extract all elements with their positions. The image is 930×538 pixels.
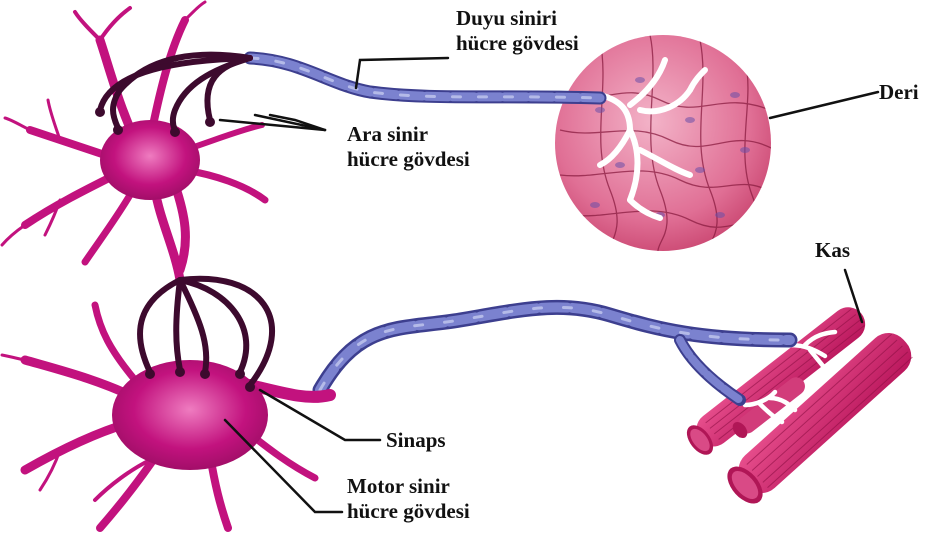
skin-tissue — [555, 35, 775, 260]
motor-neuron-label: Motor sinir hücre gövdesi — [347, 474, 470, 524]
inter-label-line2: hücre gövdesi — [347, 147, 470, 172]
motor-axon — [320, 307, 790, 400]
muscle-label: Kas — [815, 238, 850, 263]
skin-leader-line — [770, 92, 878, 118]
sensory-label-line2: hücre gövdesi — [456, 31, 579, 56]
motor-label-line1: Motor sinir — [347, 474, 470, 499]
sensory-axon — [250, 58, 600, 98]
interneuron — [2, 2, 265, 280]
sensory-leader-line — [356, 58, 448, 88]
skin-label: Deri — [879, 80, 919, 105]
inter-label-line1: Ara sinir — [347, 122, 470, 147]
synapse-label: Sinaps — [386, 428, 446, 453]
sensory-label-line1: Duyu siniri — [456, 6, 579, 31]
interneuron-label: Ara sinir hücre gövdesi — [347, 122, 470, 172]
motor-label-line2: hücre gövdesi — [347, 499, 470, 524]
sensory-neuron-label: Duyu siniri hücre gövdesi — [456, 6, 579, 56]
